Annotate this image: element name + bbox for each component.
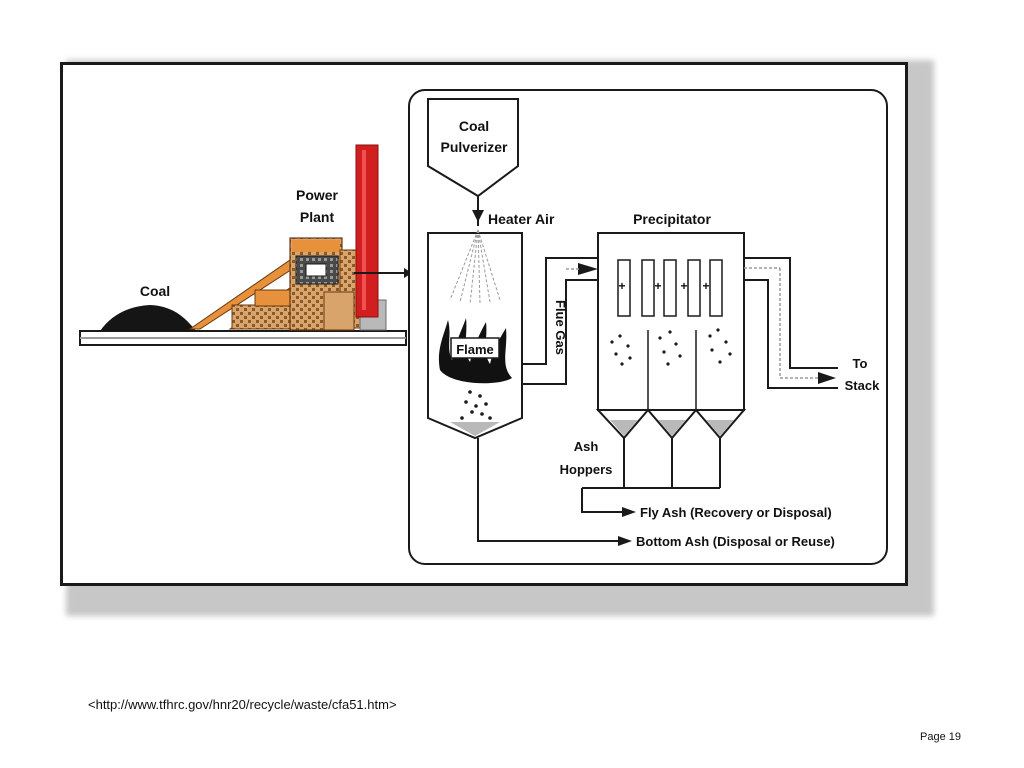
fly-ash-collection-lines bbox=[581, 438, 721, 513]
fly-ash-arrow bbox=[622, 507, 636, 517]
power-plant-label-line2: Plant bbox=[300, 209, 335, 225]
flue-gas-duct bbox=[522, 257, 598, 385]
svg-text:+: + bbox=[680, 279, 687, 293]
flue-gas-label: Flue Gas bbox=[553, 300, 568, 355]
to-stack-arrow bbox=[818, 372, 836, 384]
stack-gas-flow bbox=[779, 268, 820, 379]
svg-text:+: + bbox=[702, 279, 709, 293]
furnace-ash-particles bbox=[460, 390, 492, 420]
flame-label: Flame bbox=[456, 342, 494, 357]
svg-text:+: + bbox=[618, 279, 625, 293]
coal-pile bbox=[100, 305, 196, 331]
pulverizer-label-line2: Pulverizer bbox=[441, 139, 508, 155]
collector-plates bbox=[617, 259, 723, 317]
svg-text:+: + bbox=[654, 279, 661, 293]
precipitator-dividers bbox=[647, 330, 697, 410]
bottom-ash-arrow bbox=[618, 536, 632, 546]
bottom-ash-label: Bottom Ash (Disposal or Reuse) bbox=[636, 534, 835, 549]
ground-bar bbox=[79, 330, 407, 346]
chimney bbox=[355, 144, 379, 318]
coal-label: Coal bbox=[140, 283, 170, 299]
fly-ash-label: Fly Ash (Recovery or Disposal) bbox=[640, 505, 832, 520]
ash-hoppers-label-line1: Ash bbox=[574, 439, 599, 454]
flue-gas-arrow bbox=[578, 263, 598, 275]
furnace bbox=[427, 232, 523, 440]
to-stack-label-line2: Stack bbox=[845, 378, 880, 393]
fuel-spray bbox=[449, 229, 501, 305]
electrode-charges: + + + + bbox=[618, 279, 709, 293]
source-url[interactable]: <http://www.tfhrc.gov/hnr20/recycle/wast… bbox=[88, 697, 397, 712]
page-number: Page 19 bbox=[920, 731, 961, 743]
heater-air-label: Heater Air bbox=[488, 211, 555, 227]
power-plant-label-line1: Power bbox=[296, 187, 339, 203]
pulverizer-label-line1: Coal bbox=[459, 118, 489, 134]
precipitator-ash-particles bbox=[610, 328, 732, 366]
precipitator-label: Precipitator bbox=[633, 211, 711, 227]
stack-duct bbox=[744, 257, 838, 389]
chimney-highlight bbox=[362, 150, 366, 310]
to-stack-label-line1: To bbox=[853, 356, 868, 371]
furnace-ash-bed bbox=[450, 422, 500, 436]
ash-hoppers-label-line2: Hoppers bbox=[560, 462, 613, 477]
ash-hopper-fill bbox=[610, 420, 734, 436]
bottom-ash-line bbox=[477, 438, 622, 542]
pulverizer-feed-arrow bbox=[472, 196, 484, 226]
coal-pulverizer bbox=[427, 98, 519, 198]
flame-label-box bbox=[450, 337, 500, 359]
